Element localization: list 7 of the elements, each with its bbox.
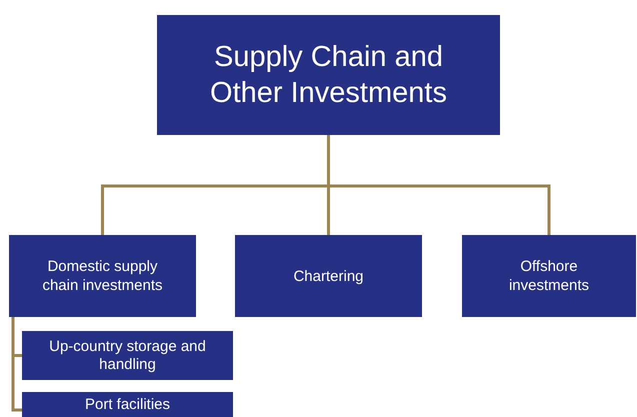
org-box: Up-country storage and handling: [22, 331, 233, 380]
org-box: Supply Chain and Other Investments: [157, 15, 500, 135]
org-box: Chartering: [235, 235, 422, 317]
org-box: Port facilities: [22, 392, 233, 417]
connector-line: [327, 135, 550, 235]
org-box: Domestic supply chain investments: [9, 235, 196, 317]
org-box: Offshore investments: [462, 235, 636, 317]
